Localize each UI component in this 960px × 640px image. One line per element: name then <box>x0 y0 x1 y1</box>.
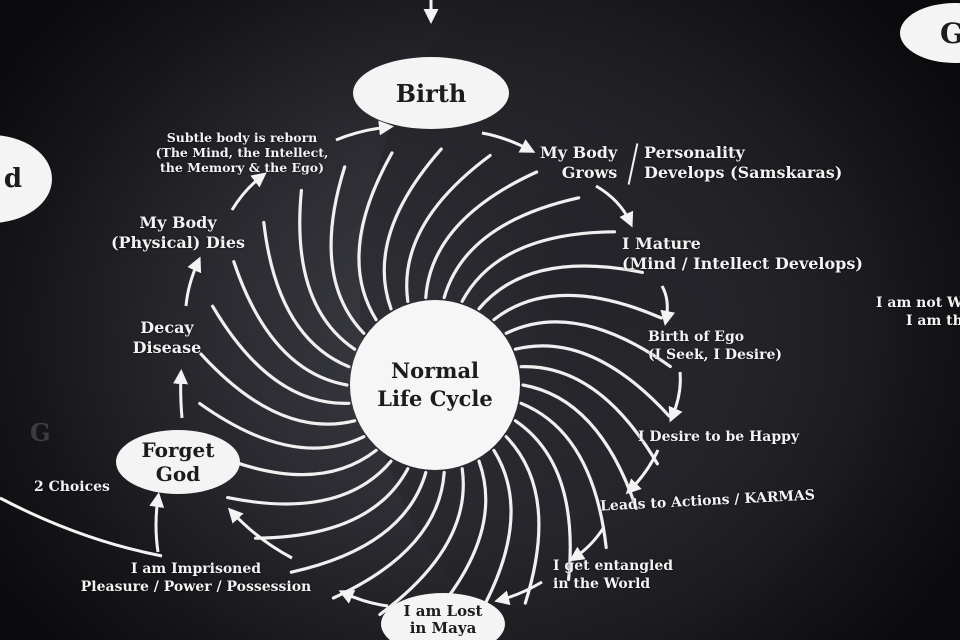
sunburst-ray <box>476 448 513 619</box>
ego-label: Birth of Ego (I Seek, I Desire) <box>648 328 782 364</box>
sunburst-ray <box>504 435 541 605</box>
sunburst-ray <box>232 260 349 387</box>
sunburst-ray <box>253 467 410 540</box>
mature-line2: (Mind / Intellect Develops) <box>622 254 863 273</box>
sunburst-ray <box>226 459 393 506</box>
choice-line <box>0 496 163 558</box>
decay-line2: Disease <box>132 338 202 357</box>
forget-god-line2: God <box>155 462 201 486</box>
desire-label: I Desire to be Happy <box>638 429 800 445</box>
birth-label: Birth <box>395 78 467 108</box>
sunburst-ray <box>357 151 394 322</box>
left-edge-oval-text: d <box>3 164 22 194</box>
arrow-maya-to-imprisoned <box>338 590 389 608</box>
center-line1: Normal <box>390 358 480 383</box>
arrow-birth-to-body <box>481 131 536 153</box>
arrow-imprisoned-to-forget <box>227 507 293 560</box>
sunburst-ray <box>477 264 644 311</box>
reborn-line1: Subtle body is reborn <box>166 130 318 145</box>
sunburst-ray <box>262 220 351 369</box>
body-dies-line2: (Physical) Dies <box>110 233 246 252</box>
body-dies-label: My Body (Physical) Dies <box>104 213 252 253</box>
ego-line2: (I Seek, I Desire) <box>648 347 782 363</box>
arrow-imprisoned-to-choice <box>149 492 165 553</box>
imprisoned-line1: I am Imprisoned <box>130 561 262 577</box>
sunburst-ray <box>442 196 581 300</box>
personality-line2: Develops (Samskaras) <box>644 163 843 182</box>
sunburst-ray <box>513 419 572 582</box>
forget-god-oval: Forget God <box>116 430 240 494</box>
lost-in-maya-line1: I am Lost <box>403 602 483 620</box>
personality-line1: Personality <box>644 143 745 162</box>
sunburst-ray <box>382 147 443 311</box>
lost-in-maya-oval: I am Lost in Maya <box>381 593 505 640</box>
arrow-entangled-to-maya <box>494 580 543 606</box>
right-edge-line2: I am th <box>906 313 960 329</box>
sunburst-ray <box>521 383 638 510</box>
top-right-oval-text: G <box>940 16 960 50</box>
arrow-decay-to-dies <box>184 256 202 307</box>
cycle-arrows <box>149 0 683 608</box>
ego-line1: Birth of Ego <box>648 329 745 345</box>
arrow-mature-to-ego <box>660 285 676 326</box>
sunburst-ray <box>519 365 659 466</box>
arrow-desire-to-actions <box>625 449 660 495</box>
sunburst-ray <box>504 320 672 369</box>
mature-label: I Mature (Mind / Intellect Develops) <box>622 234 863 274</box>
sunburst-ray <box>199 352 357 426</box>
sunburst-ray <box>405 153 492 303</box>
sunburst-ray <box>519 401 608 550</box>
reborn-line3: the Memory & the Ego) <box>159 160 325 175</box>
arrow-dies-to-reborn <box>230 172 267 211</box>
lost-in-maya-line2: in Maya <box>409 619 477 637</box>
sunburst-ray <box>513 344 671 418</box>
reborn-label: Subtle body is reborn (The Mind, the Int… <box>142 130 342 175</box>
sunburst-ray <box>492 293 663 322</box>
body-grows-line1: My Body <box>540 143 618 162</box>
mature-line1: I Mature <box>622 234 701 253</box>
sunburst-rays <box>198 147 672 623</box>
right-edge-line1: I am not W <box>876 295 960 311</box>
arrow-actions-to-entangled <box>569 526 606 562</box>
decay-line1: Decay <box>140 318 194 337</box>
forget-god-line1: Forget <box>141 438 215 462</box>
sunburst-ray <box>211 304 351 405</box>
sunburst-ray <box>289 470 428 574</box>
entangled-label: I get entangled in the World <box>553 557 673 593</box>
normal-life-cycle-circle: Normal Life Cycle <box>350 300 520 470</box>
sunburst-ray <box>460 230 617 303</box>
right-edge-text: I am not W I am th <box>876 294 960 330</box>
birth-oval: Birth <box>353 57 509 129</box>
reborn-line2: (The Mind, the Intellect, <box>155 145 329 160</box>
imprisoned-line2: Pleasure / Power / Possession <box>80 579 312 595</box>
arrow-reborn-to-birth <box>335 120 394 142</box>
sunburst-ray <box>198 401 366 450</box>
arrow-ego-to-desire <box>668 371 683 423</box>
sunburst-ray <box>298 188 357 351</box>
faint-background-glyph: G <box>30 418 51 447</box>
imprisoned-label: I am Imprisoned Pleasure / Power / Posse… <box>70 560 322 596</box>
arrow-grows-to-mature <box>595 184 634 228</box>
entangled-line1: I get entangled <box>553 558 674 574</box>
sunburst-ray <box>424 170 539 300</box>
personality-label: Personality Develops (Samskaras) <box>644 143 842 183</box>
sunburst-ray <box>331 470 446 600</box>
sunburst-ray <box>329 165 366 335</box>
entangled-line2: in the World <box>553 576 651 592</box>
center-line2: Life Cycle <box>377 386 493 411</box>
body-grows-label: My Body Grows <box>540 143 617 183</box>
sunburst-ray <box>378 467 465 617</box>
body-grows-line2: Grows <box>561 163 618 182</box>
decay-label: Decay Disease <box>128 318 206 358</box>
choices-label: 2 Choices <box>34 479 110 495</box>
arrow-forget-to-decay <box>173 369 189 419</box>
body-dies-line1: My Body <box>139 213 217 232</box>
